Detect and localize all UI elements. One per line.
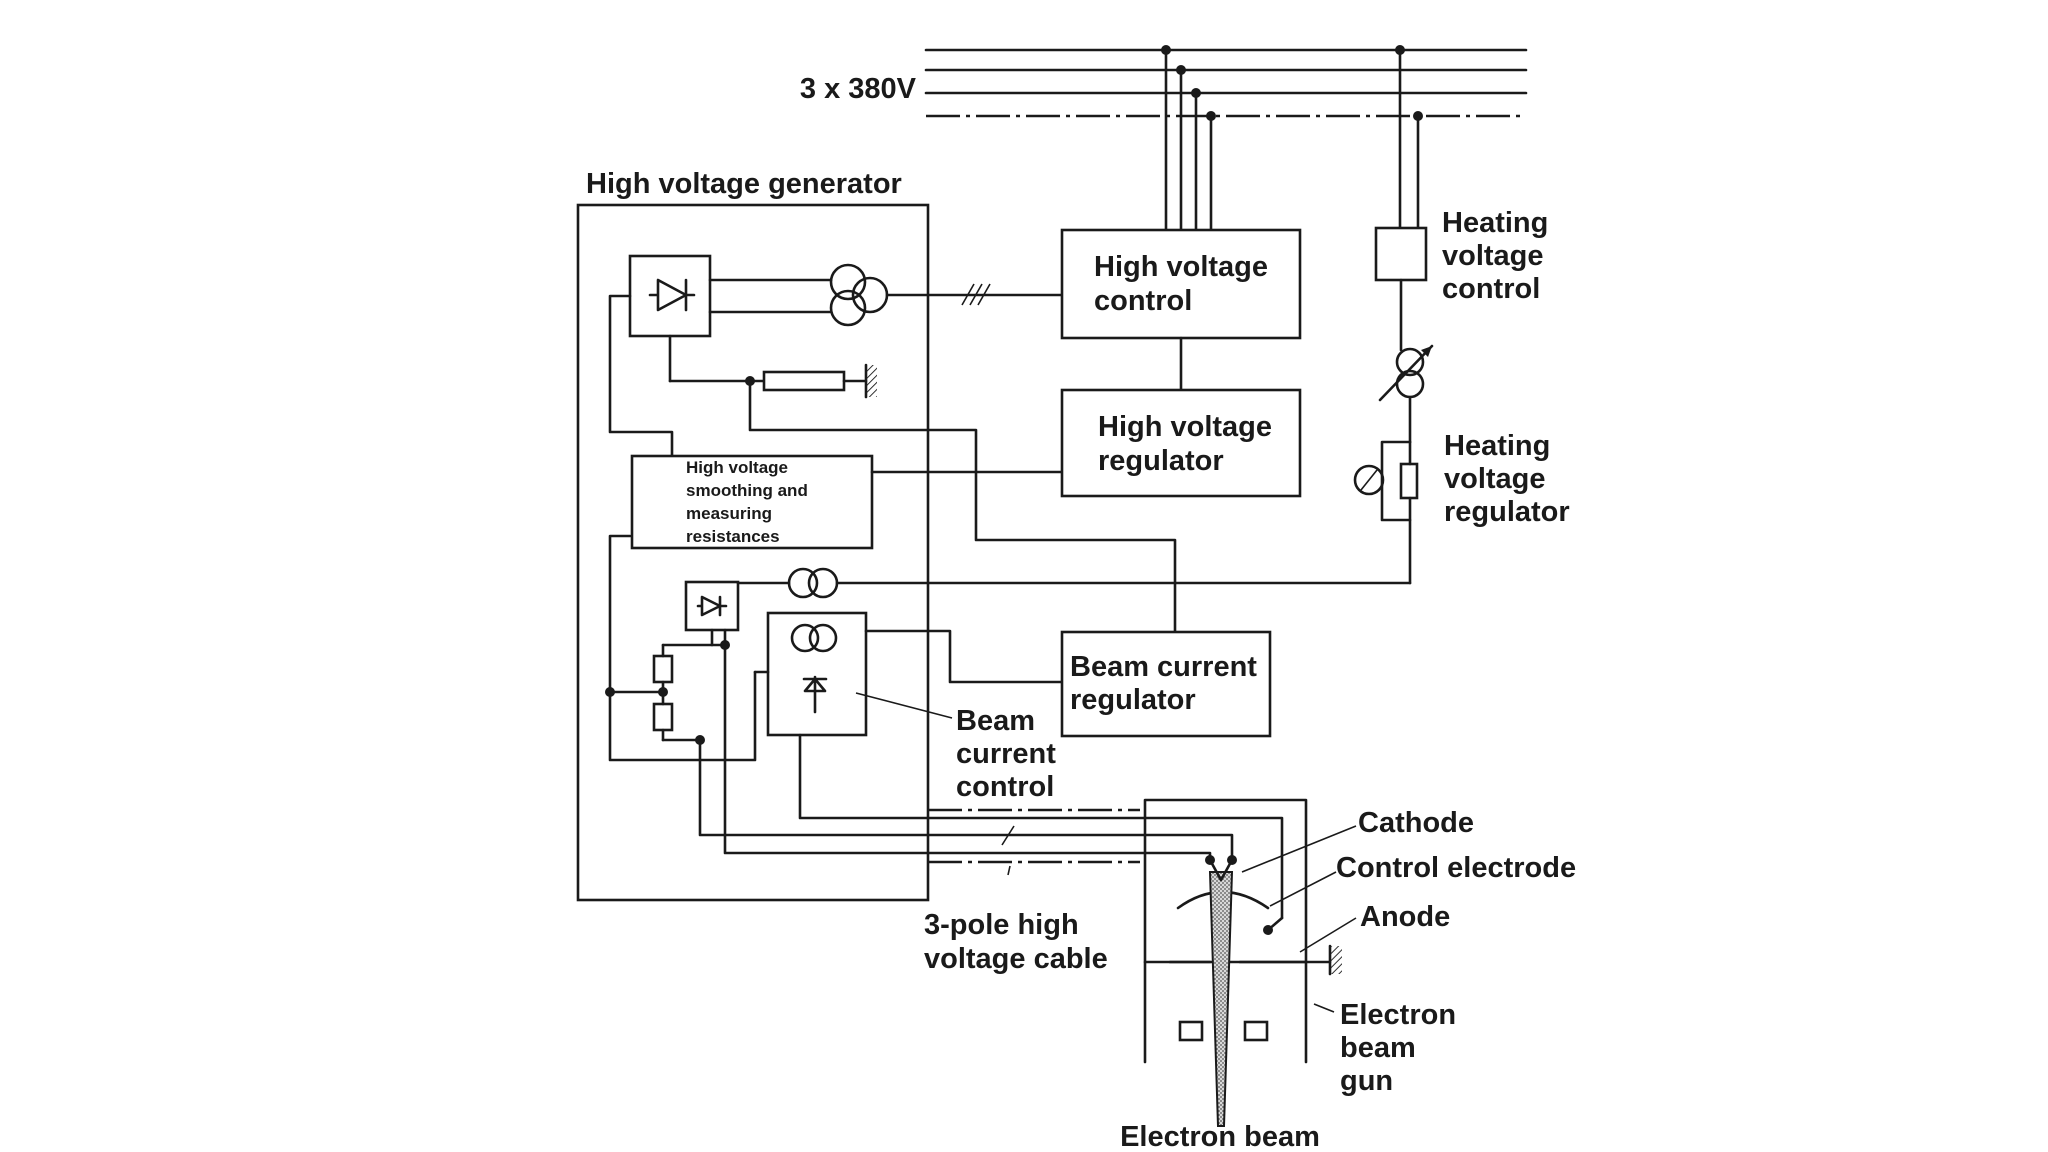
high-voltage-generator-box <box>576 203 930 902</box>
heating-meter <box>1353 464 1385 496</box>
supply-voltage-label: 3 x 380V <box>800 73 917 105</box>
hv-rectifier <box>628 254 712 338</box>
hv-transformer <box>829 263 889 327</box>
divider-resistor-lower <box>652 702 674 732</box>
control-electrode-label: Control electrode <box>1336 852 1576 884</box>
divider-resistor-upper <box>652 654 674 684</box>
electron-beam-gun-label: Electron beam gun <box>1340 999 1464 1097</box>
high-voltage-regulator-label: High voltage regulator <box>1098 411 1280 477</box>
cathode-label: Cathode <box>1358 807 1474 839</box>
heating-voltage-control-block <box>1374 226 1428 282</box>
measuring-resistor <box>762 370 846 392</box>
three-phase-tick-marks <box>961 283 991 306</box>
high-voltage-regulator-block <box>1060 388 1302 498</box>
heating-voltage-control-label: Heating voltage control <box>1442 207 1556 305</box>
high-voltage-control-label: High voltage control <box>1094 251 1276 317</box>
anode-ground-symbol <box>1330 946 1342 974</box>
high-voltage-generator-title: High voltage generator <box>586 168 902 200</box>
beam-current-control-block <box>766 611 868 737</box>
heating-resistor <box>1399 462 1419 500</box>
anode-label: Anode <box>1360 901 1450 933</box>
high-voltage-cable-label: 3-pole high voltage cable <box>924 909 1108 975</box>
beam-current-control-label: Beam current control <box>956 705 1064 803</box>
heating-voltage-regulator-label: Heating voltage regulator <box>1444 430 1570 528</box>
variable-heating-transformer <box>1378 344 1434 402</box>
smoothing-resistances-block <box>630 454 874 550</box>
beam-current-regulator-block <box>1060 630 1272 738</box>
high-voltage-control-block <box>1060 228 1302 340</box>
heating-transformer <box>787 567 839 599</box>
supply-bus <box>924 45 1528 232</box>
electron-beam-gun <box>1143 798 1342 1127</box>
electron-beam-shape <box>1208 871 1234 1127</box>
heating-rectifier <box>684 580 740 632</box>
beam-current-regulator-label: Beam current regulator <box>1070 651 1265 716</box>
electron-beam-label: Electron beam <box>1120 1121 1320 1152</box>
ground-symbol <box>866 365 877 397</box>
smoothing-resistances-label: High voltage smoothing and measuring res… <box>686 458 813 546</box>
